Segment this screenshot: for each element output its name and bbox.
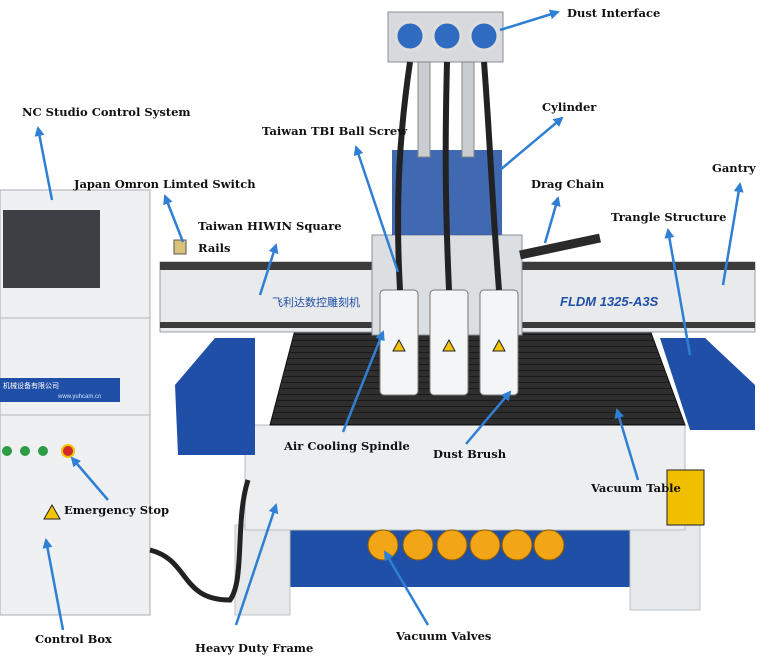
dust-hose	[395, 61, 413, 291]
arrow-cylinder	[499, 116, 564, 171]
label-cylinder: Cylinder	[542, 100, 597, 114]
arrow-vacuum-table	[614, 408, 640, 481]
vacuum-valve	[402, 529, 434, 561]
vacuum-valve	[533, 529, 565, 561]
vacuum-valve	[367, 529, 399, 561]
cylinder-rod	[417, 61, 431, 158]
callout-arrows	[34, 9, 744, 631]
label-gantry: Gantry	[712, 161, 756, 175]
label-dust-interface: Dust Interface	[567, 6, 661, 20]
vacuum-valves	[367, 529, 565, 561]
power-cable	[149, 479, 251, 603]
label-hiwin-rails-1: Taiwan HIWIN Square	[198, 219, 342, 233]
label-omron-switch: Japan Omron Limted Switch	[74, 177, 256, 191]
label-control-box: Control Box	[35, 632, 112, 646]
arrow-drag-chain	[543, 196, 561, 244]
right-side-housing	[660, 338, 755, 430]
vacuum-valve	[469, 529, 501, 561]
drag-chain	[519, 233, 601, 260]
dust-port	[431, 20, 463, 52]
warning-plate	[666, 469, 705, 526]
panel-button	[20, 446, 30, 456]
label-vacuum-table: Vacuum Table	[591, 481, 681, 495]
dust-port	[468, 20, 500, 52]
arrow-hiwin-rails	[258, 243, 279, 296]
label-emergency-stop: Emergency Stop	[64, 503, 170, 517]
dust-hose	[442, 61, 452, 291]
dust-hose	[481, 61, 502, 291]
label-ball-screw: Taiwan TBI Ball Screw	[262, 124, 408, 138]
machine-illustration: FLDM 1325-A3S 飞利达数控雕刻机 机械设备有限公司 www.yuhc…	[0, 11, 756, 616]
label-hiwin-rails-2: Rails	[198, 241, 231, 255]
label-drag-chain: Drag Chain	[531, 177, 605, 191]
panel-button	[38, 446, 48, 456]
cabinet-url-text: www.yuhcam.cn	[57, 394, 101, 400]
emergency-stop-button	[61, 444, 75, 458]
brand-cn-text: 飞利达数控雕刻机	[272, 295, 360, 309]
arrow-heavy-duty-frame	[234, 503, 279, 626]
arrow-nc-studio	[34, 126, 54, 201]
arrow-ball-screw	[353, 145, 400, 273]
label-dust-brush: Dust Brush	[433, 447, 507, 461]
vacuum-valve	[436, 529, 468, 561]
label-nc-studio: NC Studio Control System	[22, 105, 191, 119]
vacuum-table-surface	[269, 329, 686, 426]
label-triangle-structure: Trangle Structure	[611, 210, 727, 224]
limit-switch	[173, 239, 187, 255]
left-side-housing	[175, 338, 255, 455]
arrow-air-cooling-spindle	[341, 330, 385, 433]
arrow-control-box	[42, 538, 65, 631]
label-heavy-duty-frame: Heavy Duty Frame	[195, 641, 314, 655]
dust-port	[394, 20, 426, 52]
arrow-gantry	[721, 182, 744, 286]
arrow-triangle-structure	[664, 228, 692, 356]
arrow-dust-brush	[465, 390, 512, 445]
cylinder-rod	[461, 61, 475, 158]
arrow-vacuum-valves	[383, 550, 430, 626]
cabinet-plate-text: 机械设备有限公司	[3, 381, 59, 390]
vacuum-valve	[501, 529, 533, 561]
control-screen	[3, 210, 100, 288]
label-vacuum-valves: Vacuum Valves	[396, 629, 492, 643]
arrow-emergency-stop	[70, 456, 109, 501]
label-air-cooling-spindle: Air Cooling Spindle	[284, 439, 410, 453]
arrow-omron-switch	[163, 194, 185, 243]
warning-icon	[43, 503, 61, 520]
arrow-dust-interface	[499, 9, 560, 32]
panel-button	[2, 446, 12, 456]
model-text: FLDM 1325-A3S	[560, 294, 659, 309]
